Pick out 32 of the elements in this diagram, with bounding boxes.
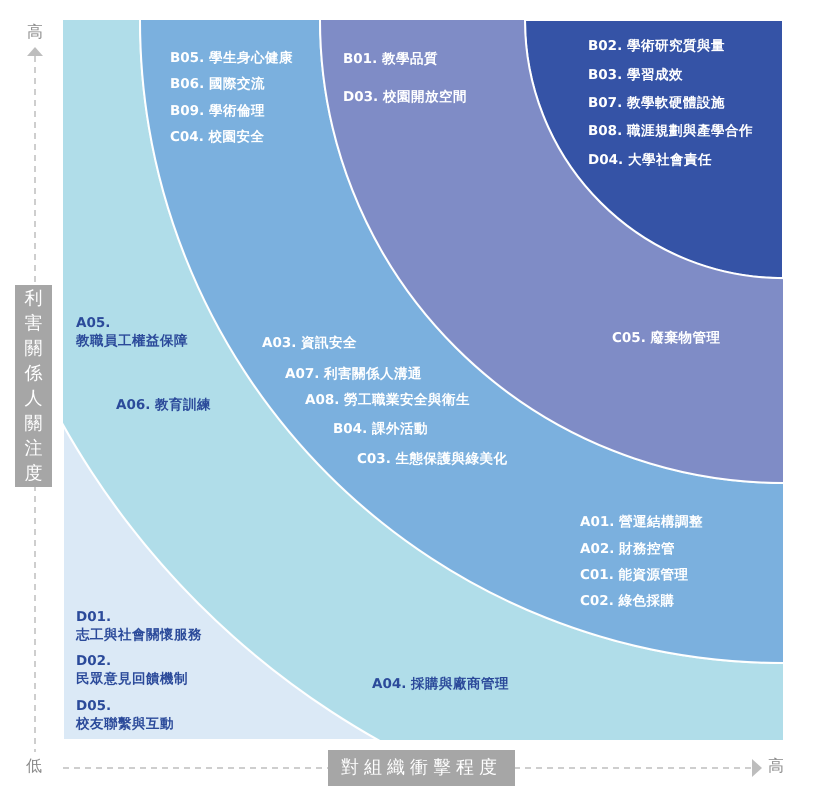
axis-title: 利害關係人關注度 [15,285,52,487]
topic-label: C01. 能資源管理 [580,566,689,584]
topic-label: B08. 職涯規劃與產學合作 [588,122,753,140]
topic-label: C03. 生態保護與綠美化 [357,450,508,468]
topic-label: D05. 校友聯繫與互動 [76,697,175,733]
topic-label: C04. 校園安全 [170,128,265,146]
topic-label: B06. 國際交流 [170,75,265,93]
topic-label: B05. 學生身心健康 [170,49,293,67]
topic-label: D03. 校園開放空間 [343,88,467,106]
topic-label: B04. 課外活動 [333,420,428,438]
axis-end-label: 低 [26,756,42,777]
topic-label: C02. 綠色採購 [580,592,675,610]
topic-label: A06. 教育訓練 [116,396,212,414]
topic-label: A03. 資訊安全 [262,334,358,352]
topic-label: D04. 大學社會責任 [588,151,712,169]
topic-label: A07. 利害關係人溝通 [285,365,422,383]
topic-label: C05. 廢棄物管理 [612,329,721,347]
topic-label: A01. 營運結構調整 [580,513,704,531]
topic-label: A04. 採購與廠商管理 [372,675,510,693]
topic-label: B02. 學術研究質與量 [588,37,725,55]
topic-label: A08. 勞工職業安全與衛生 [305,391,470,409]
topic-label: B09. 學術倫理 [170,102,265,120]
topic-label: A02. 財務控管 [580,540,676,558]
topic-label: A05. 教職員工權益保障 [76,314,189,350]
topic-label: B07. 教學軟硬體設施 [588,94,725,112]
axis-end-label: 高 [27,22,43,43]
topic-label: B03. 學習成效 [588,66,683,84]
axis-title: 對組織衝擊程度 [328,750,515,786]
topic-label: D02. 民眾意見回饋機制 [76,652,189,688]
axis-end-label: 高 [768,756,784,777]
topic-label: D01. 志工與社會關懷服務 [76,608,203,644]
topic-label: B01. 教學品質 [343,50,438,68]
